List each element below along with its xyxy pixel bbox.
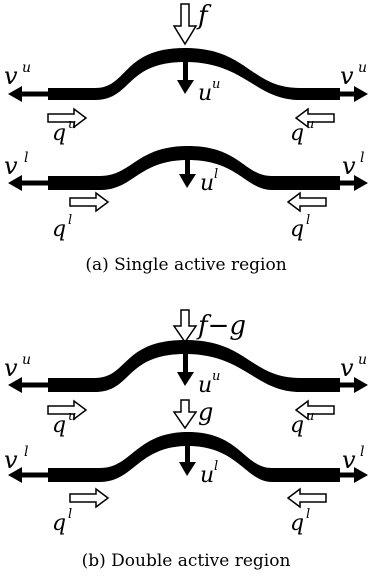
panel-a-upper-left-flux-arrow [47,107,88,129]
panel-b-upper-left-v-sup: u [22,352,31,368]
panel-b-lower-left-v-label: v [4,446,18,474]
panel-a-upper-right-velocity-arrow [340,86,368,102]
panel-a-lower-right-q-label: q [290,217,304,242]
panel-a-lower-right-q-sup: l [306,213,310,228]
panel-a-caption: (a) Single active region [85,255,286,275]
panel-b-force-label: f−g [196,311,246,341]
panel-b-upper-right-flux-arrow [294,399,335,421]
panel-b-lower-right-flux-arrow [286,487,327,509]
panel-b-contact-force-arrow [172,399,198,430]
panel-b-caption: (b) Double active region [82,551,291,571]
panel-b: f−g v u v u u u q u q u g [4,309,368,571]
panel-b-upper-left-q-sup: u [68,409,76,424]
panel-a-upper-right-flux-arrow [294,107,335,129]
panel-b-upper-right-v-label: v [340,354,354,382]
panel-b-lower-beam-group: v l v l u l q l q l [4,432,368,536]
panel-b-lower-right-q-sup: l [306,507,310,522]
panel-b-upper-left-v-label: v [4,354,18,382]
panel-a-lower-beam [48,146,340,190]
panel-b-upper-displacement-arrow [177,354,194,386]
panel-b-lower-left-q-label: q [52,511,66,536]
panel-b-lower-displacement-arrow [179,446,196,476]
panel-b-lower-right-v-sup: l [360,444,364,460]
panel-b-lower-beam [48,432,340,482]
panel-b-upper-u-sup: u [212,369,220,384]
panel-a-upper-u-sup: u [212,77,220,92]
panel-b-contact-force-label: g [198,398,213,426]
panel-b-upper-right-velocity-arrow [340,377,368,393]
panel-a-upper-beam [48,48,340,100]
panel-a-upper-right-v-label: v [340,62,354,90]
panel-a-lower-left-q-sup: l [68,213,72,228]
panel-b-upper-beam [48,340,340,392]
panel-a-lower-u-label: u [200,171,214,196]
panel-a-upper-left-velocity-arrow [8,86,48,102]
panel-a-upper-left-v-sup: u [22,60,31,76]
panel-a-lower-right-velocity-arrow [340,175,368,191]
panel-a-lower-left-q-label: q [52,217,66,242]
panel-b-upper-beam-group: f−g v u v u u u q u q u [4,309,368,438]
panel-b-lower-u-label: u [200,463,214,488]
panel-a-upper-left-q-sup: u [68,117,76,132]
panel-a-upper-left-q-label: q [52,121,66,146]
panel-a-lower-left-v-label: v [4,152,18,180]
panel-b-lower-left-v-sup: l [24,444,28,460]
panel-a-lower-right-flux-arrow [286,191,327,213]
panel-b-lower-u-sup: l [214,459,218,474]
panel-a: f v u v u u u q u q u [4,1,368,275]
panel-b-upper-right-q-label: q [290,413,304,438]
panel-b-lower-right-v-label: v [342,446,356,474]
panel-a-force-arrow [172,3,198,46]
panel-b-upper-left-velocity-arrow [8,377,48,393]
panel-b-upper-u-label: u [198,373,212,398]
panel-a-upper-beam-group: f v u v u u u q u q u [4,1,368,146]
panel-a-lower-displacement-arrow [179,160,196,188]
panel-a-lower-left-velocity-arrow [8,175,48,191]
panel-a-upper-right-q-label: q [290,121,304,146]
panel-a-lower-beam-group: v l v l u l q l q l [4,146,368,242]
panel-b-upper-left-q-label: q [52,413,66,438]
panel-a-lower-u-sup: l [214,167,218,182]
panel-b-upper-left-flux-arrow [47,399,88,421]
panel-a-upper-u-label: u [198,81,212,106]
panel-a-upper-right-v-sup: u [358,60,367,76]
panel-b-lower-left-velocity-arrow [8,467,48,483]
panel-b-lower-left-q-sup: l [68,507,72,522]
panel-b-lower-right-velocity-arrow [340,467,368,483]
panel-b-upper-right-v-sup: u [358,352,367,368]
panel-b-upper-right-q-sup: u [306,409,314,424]
panel-a-upper-displacement-arrow [177,62,194,94]
panel-a-force-label: f [196,1,212,31]
panel-b-lower-left-flux-arrow [69,487,110,509]
panel-a-upper-left-v-label: v [4,62,18,90]
panel-a-lower-right-v-label: v [342,152,356,180]
panel-b-force-arrow [172,309,198,344]
panel-a-lower-left-flux-arrow [69,191,110,213]
panel-a-upper-right-q-sup: u [306,117,314,132]
panel-b-lower-right-q-label: q [290,511,304,536]
panel-b-contact-force-group: g [172,398,213,430]
panel-a-lower-right-v-sup: l [360,150,364,166]
panel-a-lower-left-v-sup: l [24,150,28,166]
